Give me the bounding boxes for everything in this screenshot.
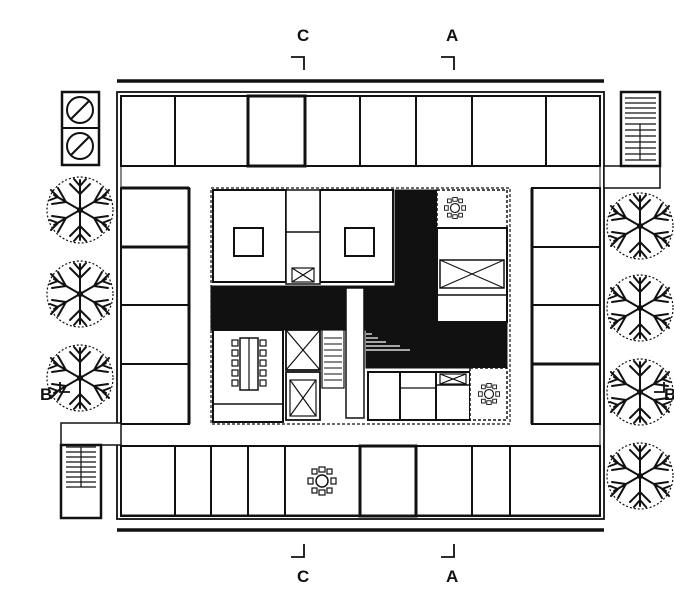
round-table-bottom	[477, 382, 501, 406]
right-room-column	[530, 187, 601, 425]
tree-left-3	[46, 344, 114, 412]
tree-left-1	[46, 176, 114, 244]
left-exterior-stair	[59, 422, 122, 520]
tree-right-2	[606, 274, 674, 342]
right-exterior-stair	[603, 90, 662, 189]
light-fixture-bottom	[307, 466, 337, 496]
tree-right-1	[606, 192, 674, 260]
section-cut-marks	[59, 56, 665, 558]
section-label-right: B	[664, 385, 674, 404]
central-core	[210, 187, 511, 425]
round-table-top	[443, 196, 467, 220]
ramp-hatch	[366, 333, 410, 351]
section-label-bottom-left: C	[297, 567, 310, 586]
section-label-bottom-right: A	[446, 567, 459, 586]
bottom-room-row	[120, 444, 601, 518]
section-label-top-left: C	[297, 26, 310, 45]
mechanical-box	[60, 90, 101, 167]
top-room-row	[120, 94, 601, 168]
left-room-column	[120, 186, 191, 425]
core-stair	[324, 337, 342, 381]
section-label-top-right: A	[446, 26, 459, 45]
tree-left-2	[46, 260, 114, 328]
section-label-left: B	[40, 385, 53, 404]
elevator-x	[439, 373, 467, 385]
tree-right-4	[606, 442, 674, 510]
table-with-chairs	[231, 337, 267, 391]
